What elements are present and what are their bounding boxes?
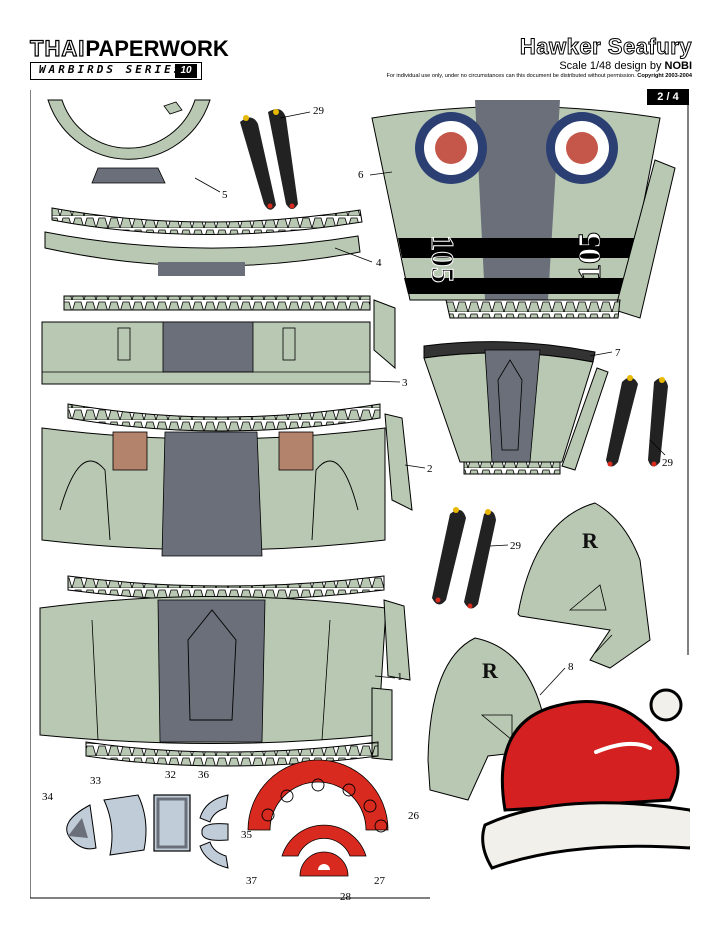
part-label-7: 7 — [615, 347, 621, 359]
designer-name: NOBI — [664, 60, 693, 72]
fuselage-code-right: 105 — [571, 232, 607, 280]
part-label-35: 35 — [241, 829, 253, 841]
part-label-36: 36 — [198, 769, 210, 781]
brand-thai: THAI — [29, 35, 86, 61]
series-number: 10 — [175, 64, 197, 78]
part-label-8: 8 — [568, 661, 574, 673]
part-label-5: 5 — [222, 189, 228, 201]
part-8-rudder-upper: R — [517, 502, 651, 669]
scale-prefix: Scale 1/48 design by — [559, 60, 665, 72]
part-4 — [44, 207, 373, 276]
fuselage-code-left: 105 — [425, 235, 461, 283]
part-label-26: 26 — [408, 810, 420, 822]
part-label-2: 2 — [427, 463, 433, 475]
copyright-notice: For individual use only, under no circum… — [386, 73, 692, 79]
part-33 — [103, 794, 147, 856]
part-label-33: 33 — [90, 775, 102, 787]
part-label-3: 3 — [402, 377, 408, 389]
roundel-right — [546, 112, 618, 184]
part-29-propeller-right — [606, 375, 668, 467]
part-6-fuselage: 105 105 — [369, 100, 676, 319]
part-label-29-right: 29 — [662, 457, 674, 469]
part-29-propeller-top — [240, 109, 311, 210]
part-37 — [199, 841, 229, 869]
part-label-37: 37 — [246, 875, 258, 887]
part-32 — [153, 794, 191, 852]
part-26 — [247, 759, 389, 833]
part-2 — [41, 403, 426, 557]
series-badge: WARBIRDS SERIES 10 — [30, 62, 202, 80]
part-label-4: 4 — [376, 257, 382, 269]
part-35 — [201, 823, 229, 841]
part-34 — [66, 804, 97, 850]
santa-hat-icon — [481, 688, 690, 870]
part-label-32: 32 — [165, 769, 176, 781]
part-label-34: 34 — [42, 791, 54, 803]
part-label-29-left: 29 — [510, 540, 522, 552]
part-3 — [41, 295, 401, 385]
copyright-text: Copyright 2003-2004 — [637, 73, 692, 79]
roundel-left — [415, 112, 487, 184]
part-1 — [39, 575, 411, 767]
part-label-1: 1 — [397, 671, 403, 683]
part-28 — [299, 851, 349, 877]
notice-text: For individual use only, under no circum… — [386, 73, 636, 79]
page-title: Hawker Seafury — [519, 34, 692, 60]
part-label-27: 27 — [374, 875, 386, 887]
part-5-arc — [47, 99, 221, 193]
part-label-28: 28 — [340, 891, 352, 900]
brand-paperwork: PAPERWORK — [85, 36, 229, 61]
parts-sheet: 105 105 R R — [30, 90, 690, 900]
rudder-letter-lower: R — [482, 658, 499, 683]
rudder-letter-upper: R — [582, 528, 599, 553]
series-label: WARBIRDS SERIES — [39, 63, 184, 76]
part-7 — [423, 341, 613, 475]
page-indicator: 2 / 4 — [647, 89, 689, 105]
scale-line: Scale 1/48 design by NOBI — [559, 60, 692, 72]
part-label-29-top: 29 — [313, 105, 325, 117]
part-label-6: 6 — [358, 169, 364, 181]
part-36 — [199, 794, 229, 823]
brand-logo: THAIPAPERWORK — [29, 35, 229, 62]
part-27 — [281, 824, 367, 857]
part-29-propeller-left — [432, 507, 509, 609]
